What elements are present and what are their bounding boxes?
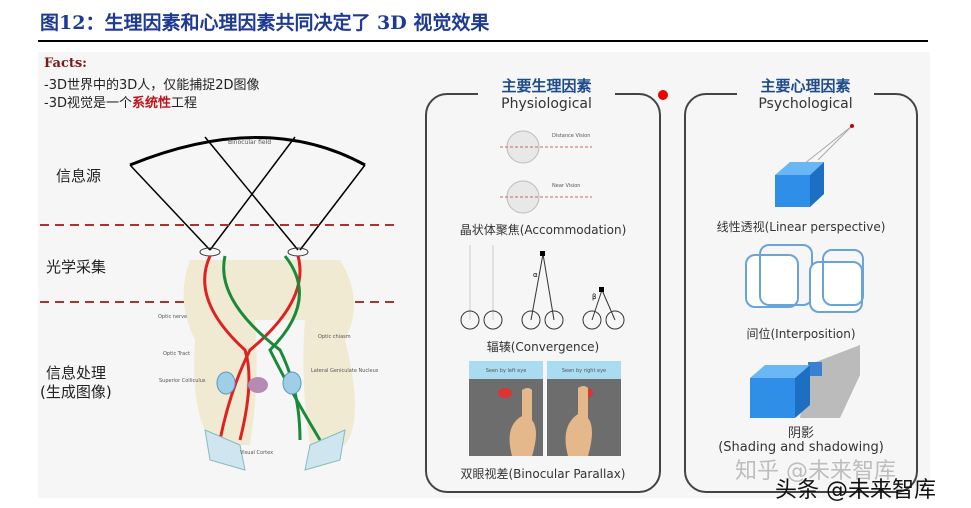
accommodation-label: 晶状体聚焦(Accommodation): [459, 223, 627, 237]
psych-subtitle: Psychological: [758, 96, 853, 112]
physio-subtitle: Physiological: [501, 96, 592, 112]
near-vision-label: Near Vision: [552, 183, 581, 189]
facts-emphasis: 系统性: [131, 96, 171, 111]
physiological-panel: [425, 93, 661, 493]
zhihu-watermark: 知乎 @未来智库: [735, 459, 896, 484]
psych-title-block: 主要心理因素 Psychological: [737, 75, 874, 112]
distance-vision-label: Distance Vision: [552, 133, 591, 139]
parallax-images: [469, 361, 621, 456]
shading-label: 阴影: [787, 426, 814, 441]
stage-processing: 信息处理: [46, 364, 107, 382]
facts-line2-post: 工程: [171, 96, 198, 111]
stage-source: 信息源: [56, 167, 102, 185]
green-path: [222, 255, 302, 441]
sc-label: Superior Colliculus: [159, 378, 206, 384]
right-eye-label: Seen by right eye: [561, 368, 607, 374]
psych-title: 主要心理因素: [760, 77, 851, 95]
optic-tract-label: Optic Tract: [163, 351, 190, 357]
shading-sublabel: (Shading and shadowing): [718, 440, 884, 455]
convergence-label: 辐辏(Convergence): [486, 340, 600, 354]
field-lines: [129, 136, 366, 251]
shading-cube: [750, 345, 860, 418]
beta-label: β: [592, 293, 597, 301]
physio-title-block: 主要生理因素 Physiological: [478, 75, 615, 112]
optic-chiasm-label: Optic chiasm: [318, 334, 351, 340]
linear-perspective-cube: [775, 124, 854, 207]
stage-optical: 光学采集: [46, 258, 107, 276]
alpha-label: α: [533, 271, 538, 279]
red-path: [203, 255, 251, 441]
brain-shape: [183, 260, 355, 445]
red-dot: [658, 90, 668, 100]
facts-line2: -3D视觉是一个系统性工程: [44, 92, 197, 111]
binocular-label: Binocular field: [228, 139, 272, 146]
physio-title: 主要生理因素: [501, 77, 592, 95]
facts-heading: Facts:: [44, 56, 87, 71]
facts-line1: -3D世界中的3D人，仅能捕捉2D图像: [44, 78, 260, 93]
binocular-arc: [129, 136, 366, 167]
linear-perspective-label: 线性透视(Linear perspective): [716, 220, 886, 234]
interposition-label: 间位(Interposition): [746, 327, 856, 341]
optic-nerve-label: Optic nerve: [158, 314, 188, 320]
left-eye-label: Seen by left eye: [485, 368, 527, 374]
interposition-cards: [745, 244, 864, 313]
facts-line2-pre: -3D视觉是一个: [44, 96, 132, 111]
title-rule: [38, 40, 928, 42]
parallax-label: 双眼视差(Binocular Parallax): [460, 467, 626, 481]
figure-title: 图12：生理因素和心理因素共同决定了 3D 视觉效果: [40, 12, 490, 34]
lgn-label: Lateral Geniculate Nucleus: [311, 368, 379, 374]
toutiao-watermark: 头条 @未来智库: [775, 478, 936, 503]
convergence-diagram: [460, 245, 625, 330]
stage-processing-sub: (生成图像): [40, 383, 112, 401]
vc-label: Visual Cortex: [240, 450, 274, 456]
